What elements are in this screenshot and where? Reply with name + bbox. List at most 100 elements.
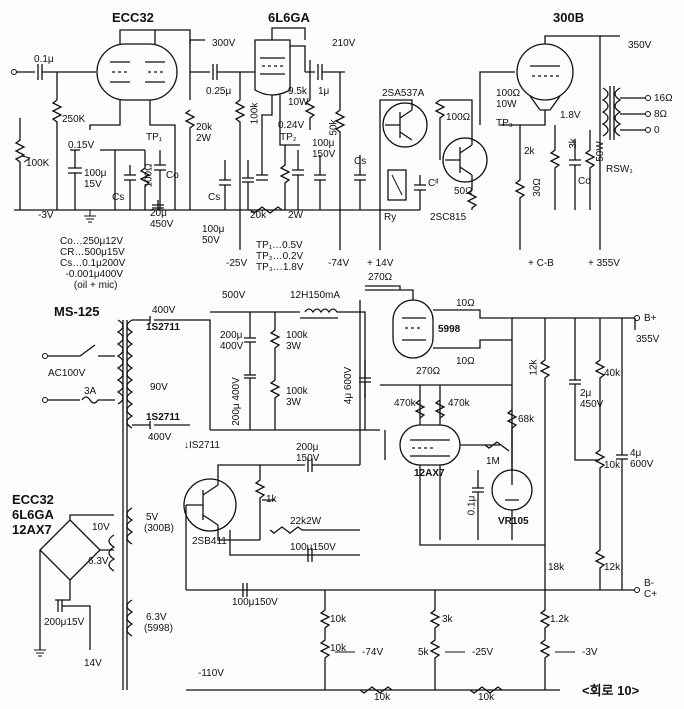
voltage-300v: 300V	[212, 38, 236, 49]
note-capacitor-values: Co…250μ12V CR…500μ15V Cs…0.1μ200V -0.001…	[60, 236, 126, 291]
label-300b-heater: (300B)	[144, 523, 175, 534]
res-270-ohm-b: 270Ω	[416, 366, 441, 377]
voltage-neg3v-b: -3V	[582, 647, 598, 658]
power-transformer-core	[122, 320, 128, 690]
cap-4u-600v: 4μ 600V	[343, 366, 355, 405]
res-10-ohm: 10Ω	[456, 298, 475, 309]
voltage-neg74v: -74V	[328, 258, 350, 269]
res-10k-d: 10k	[478, 692, 495, 703]
voltage-14v: + 14V	[367, 258, 394, 269]
res-100-ohm-10w: 100Ω 10W	[496, 88, 521, 110]
cap-0-1u: 0.1μ	[34, 54, 54, 65]
res-100k: 100k	[249, 102, 261, 125]
res-12k-b: 12k	[604, 562, 621, 573]
label-5998: 5998	[438, 324, 461, 335]
12ax7-envelope	[399, 424, 461, 466]
voltage-neg110v: -110V	[198, 668, 224, 679]
res-68k: 68k	[518, 414, 535, 425]
pot-10k: 10k	[604, 460, 621, 471]
cap-100u-50v: 100μ 50V	[202, 224, 225, 246]
voltage-210v: 210V	[332, 38, 356, 49]
cap-20u-450v: 20μ 450V	[150, 208, 174, 230]
voltage-ac100v: AC100V	[48, 368, 86, 379]
diode-1s2711-a: 1S2711	[146, 322, 180, 333]
cap-200u-150v: 200μ 150V	[296, 442, 320, 464]
label-5998-heater: (5998)	[144, 623, 173, 634]
label-ecc32: ECC32	[112, 10, 154, 25]
cap-0-1u-b: 0.1μ	[466, 495, 478, 516]
tap-8-ohm: 8Ω	[654, 109, 668, 120]
label-heater-12ax7: 12AX7	[12, 522, 52, 537]
res-1-2k: 1.2k	[550, 614, 569, 625]
label-heater-ecc32: ECC32	[12, 492, 54, 507]
voltage-355v-b: 355V	[636, 334, 660, 345]
cap-co: Co	[166, 170, 179, 181]
testpoint-tp1[interactable]: TP₁	[146, 132, 163, 143]
voltage-5v: 5V	[146, 512, 159, 523]
voltage-6-3v-b: 6.3V	[146, 612, 167, 623]
cap-100u-150v-rail: 100μ150V	[232, 597, 278, 608]
cap-4u-600v-b: 4μ 600V	[630, 448, 654, 470]
res-100-ohm: 100Ω	[143, 163, 155, 188]
voltage-neg25v-b: -25V	[472, 647, 494, 658]
res-22k-2w: 22k2W	[290, 516, 322, 527]
pot-100k: 100K	[26, 158, 50, 169]
res-10k-c: 10k	[374, 692, 391, 703]
cap-200u-15v: 200μ15V	[44, 617, 85, 628]
res-270-ohm: 270Ω	[368, 272, 393, 283]
transistor-2sb411: 2SB411	[192, 536, 227, 547]
tap-0: 0	[654, 125, 660, 136]
5998-envelope	[392, 299, 434, 359]
2sa537a-transistor	[382, 102, 428, 148]
res-50w: 50W	[594, 141, 606, 162]
label-b-minus-c-plus: B- C+	[644, 578, 658, 600]
relay-label: Ry	[384, 212, 397, 223]
ecc32-envelope	[96, 43, 178, 101]
pot-1k: 1k	[266, 494, 277, 505]
voltage-0-24v: 0.24V	[278, 120, 305, 131]
voltage-350v: 350V	[628, 40, 652, 51]
cap-100u-15v: 100μ 15V	[84, 168, 107, 190]
res-100k-3w-b: 100k 3W	[286, 386, 308, 408]
res-9-5k-10w: 9.5k 10W	[288, 86, 309, 108]
res-50-ohm: 50Ω	[454, 186, 473, 197]
voltage-500v: 500V	[222, 290, 246, 301]
res-30-ohm: 30Ω	[531, 178, 543, 197]
res-10-ohm-b: 10Ω	[456, 356, 475, 367]
label-12ax7: 12AX7	[414, 468, 445, 479]
cap-200u-400v-b: 200μ 400V	[230, 377, 242, 426]
voltage-355v: + 355V	[588, 258, 620, 269]
testpoint-tp3[interactable]: TP₃	[496, 118, 513, 129]
cap-cs-3: Cs	[354, 156, 367, 167]
voltage-6-3v: 6.3V	[88, 556, 109, 567]
voltage-10v: 10V	[92, 522, 110, 533]
tap-16-ohm: 16Ω	[654, 93, 673, 104]
voltage-c-b: + C-B	[528, 258, 554, 269]
cap-1u: 1μ	[318, 86, 330, 97]
switch-rsw1[interactable]: RSW₁	[606, 164, 633, 175]
res-20k-2w: 20k 2W	[196, 122, 213, 144]
res-20k: 20k	[250, 210, 267, 221]
voltage-90v: 90V	[150, 382, 168, 393]
testpoint-tp2[interactable]: TP₂	[280, 132, 297, 143]
figure-caption: <회로 10>	[582, 683, 640, 698]
cap-co-2: Co	[578, 176, 591, 187]
cap-0-25u: 0.25μ	[206, 86, 232, 97]
6l6ga-envelope	[254, 39, 291, 96]
voltage-1-8v: 1.8V	[560, 110, 581, 121]
choke-12h: 12H150mA	[290, 290, 341, 301]
res-3k: 3k	[567, 138, 579, 149]
res-40k: 40k	[604, 368, 621, 379]
voltage-neg25v: -25V	[226, 258, 248, 269]
300b-envelope	[516, 43, 574, 101]
res-50k: 50k	[328, 119, 340, 136]
res-1m: 1M	[486, 456, 500, 467]
diode-1s2711-b: 1S2711	[146, 412, 180, 423]
transistor-2sc815: 2SC815	[430, 212, 467, 223]
res-3k-b: 3k	[442, 614, 453, 625]
pot-10k-b: 10k	[330, 643, 347, 654]
cap-cs: Cs	[112, 192, 125, 203]
label-heater-6l6ga: 6L6GA	[12, 507, 54, 522]
cap-cs-2: Cs	[208, 192, 221, 203]
